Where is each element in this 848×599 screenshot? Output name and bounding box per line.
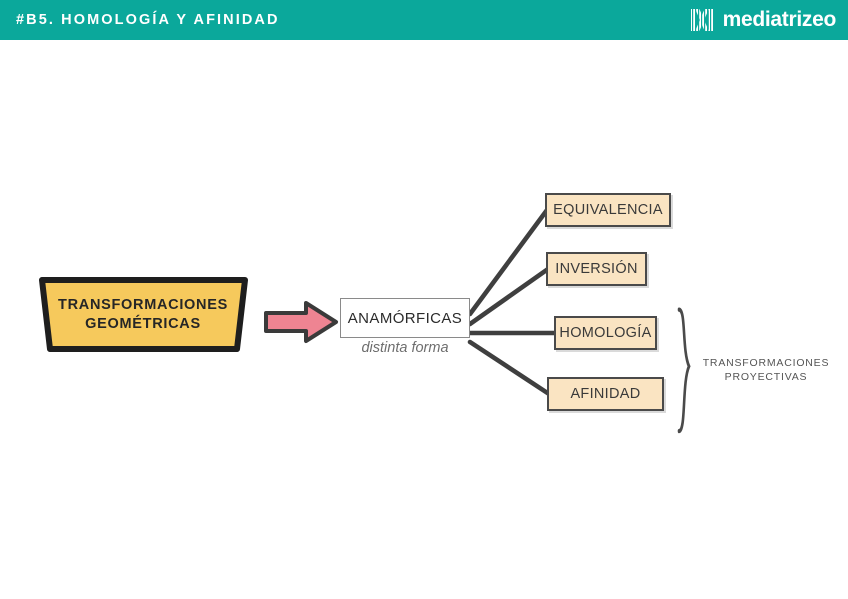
- node-transformaciones-geometricas[interactable]: TRANSFORMACIONES GEOMÉTRICAS: [36, 276, 250, 353]
- node-label: INVERSIÓN: [555, 261, 638, 277]
- node-label: EQUIVALENCIA: [553, 202, 663, 218]
- node-afinidad[interactable]: AFINIDAD: [547, 377, 664, 411]
- right-arrow-icon: [262, 298, 342, 346]
- node-sublabel-distinta-forma: distinta forma: [361, 340, 449, 356]
- root-line-1: TRANSFORMACIONES: [58, 296, 228, 313]
- node-inversion[interactable]: INVERSIÓN: [546, 252, 647, 286]
- brand-name: mediatrizeo: [722, 8, 837, 31]
- node-anamorficas[interactable]: ANAMÓRFICAS: [340, 298, 470, 338]
- node-label: AFINIDAD: [570, 386, 641, 402]
- diagram-canvas: TRANSFORMACIONES GEOMÉTRICAS ANAMÓRFICAS…: [0, 40, 848, 599]
- group-label-transformaciones-proyectivas: TRANSFORMACIONES PROYECTIVAS: [693, 356, 839, 384]
- mediatrizeo-m-logo-icon: [689, 7, 715, 33]
- page-header: #B5. HOMOLOGÍA Y AFINIDAD mediatrizeo: [0, 0, 848, 40]
- node-label: HOMOLOGÍA: [559, 325, 652, 341]
- node-label: ANAMÓRFICAS: [347, 309, 463, 327]
- group-line-2: PROYECTIVAS: [724, 371, 808, 383]
- page-title: #B5. HOMOLOGÍA Y AFINIDAD: [16, 12, 280, 28]
- brand-logo: mediatrizeo: [689, 7, 836, 33]
- trapezoid-shape-icon: [39, 277, 248, 352]
- node-label: TRANSFORMACIONES GEOMÉTRICAS: [36, 276, 250, 353]
- node-equivalencia[interactable]: EQUIVALENCIA: [545, 193, 671, 227]
- connector-lines: [467, 207, 691, 434]
- group-line-1: TRANSFORMACIONES: [702, 357, 830, 369]
- node-homologia[interactable]: HOMOLOGÍA: [554, 316, 657, 350]
- root-line-2: GEOMÉTRICAS: [85, 315, 201, 332]
